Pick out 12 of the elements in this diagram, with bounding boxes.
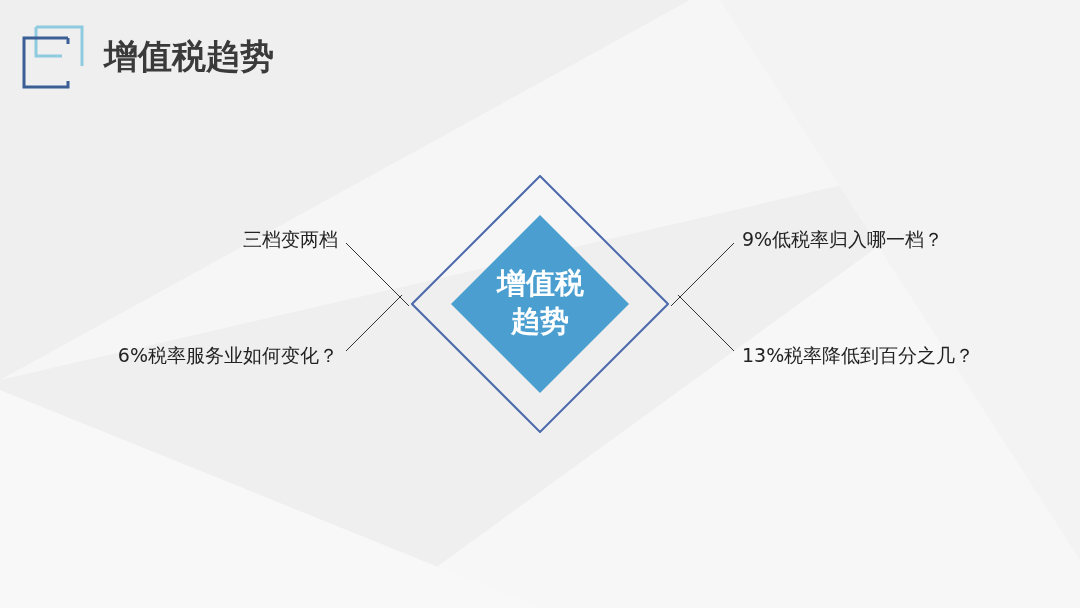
diamond-label: 增值税趋势 <box>495 265 585 340</box>
connector-line <box>345 242 410 307</box>
question-text: 9%低税率归入哪一档？ <box>742 224 972 254</box>
question-text: 13%税率降低到百分之几？ <box>742 340 992 370</box>
connector-line <box>677 294 735 352</box>
diamond-frame <box>411 175 669 433</box>
connector-line <box>345 294 403 352</box>
connector-line <box>670 242 735 307</box>
question-text: 三档变两档 <box>190 224 338 254</box>
question-text: 6%税率服务业如何变化？ <box>100 340 338 370</box>
diamond-shape <box>451 215 629 393</box>
slide-title: 增值税趋势 <box>104 35 274 78</box>
